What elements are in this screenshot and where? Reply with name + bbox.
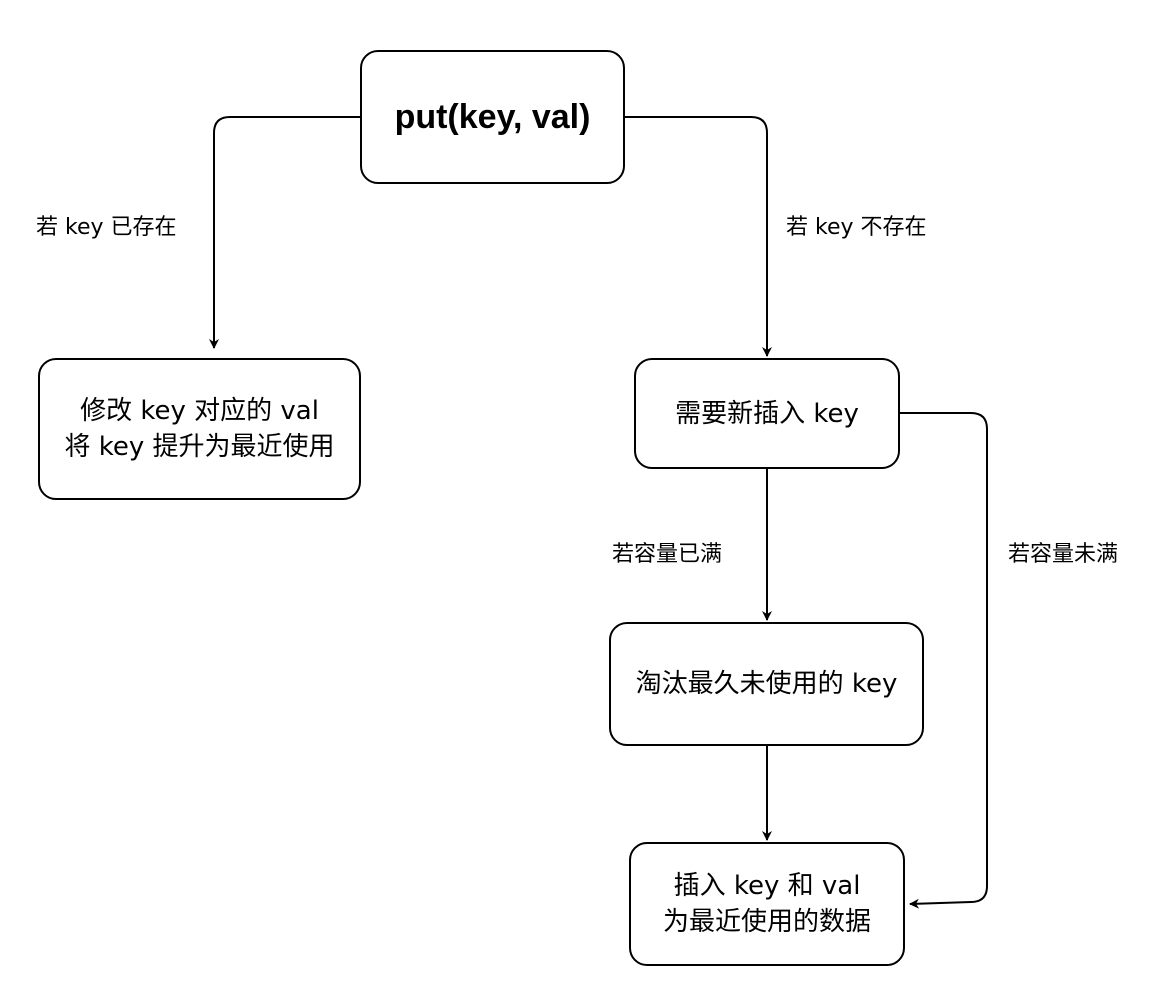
node-modify-value-line-2: 将 key 提升为最近使用: [64, 432, 335, 462]
node-insert-key-val-line-2: 为最近使用的数据: [662, 907, 871, 937]
node-insert-new-key-label: 需要新插入 key: [675, 398, 859, 429]
node-put-key-val-label: put(key, val): [394, 97, 591, 136]
node-modify-value-text: 修改 key 对应的 val 将 key 提升为最近使用: [64, 393, 334, 465]
edge-root-to-new-key: [625, 116, 772, 357]
node-modify-value-line-1: 修改 key 对应的 val: [80, 396, 319, 426]
node-put-key-val: put(key, val): [360, 50, 625, 184]
edge-label-capacity-not-full: 若容量未满: [1008, 541, 1119, 569]
node-insert-key-val: 插入 key 和 val 为最近使用的数据: [629, 842, 905, 966]
edge-label-capacity-full: 若容量已满: [612, 541, 723, 569]
node-evict-lru-key-label: 淘汰最久未使用的 key: [635, 669, 898, 699]
edge-label-key-exists: 若 key 已存在: [36, 214, 177, 242]
node-evict-lru-key: 淘汰最久未使用的 key: [609, 622, 924, 746]
node-insert-key-val-text: 插入 key 和 val 为最近使用的数据: [663, 868, 871, 940]
edge-root-to-modify: [209, 116, 360, 349]
edge-new-key-to-insert: [900, 412, 988, 909]
node-insert-key-val-line-1: 插入 key 和 val: [673, 871, 861, 901]
node-insert-new-key: 需要新插入 key: [634, 358, 900, 469]
node-modify-value: 修改 key 对应的 val 将 key 提升为最近使用: [38, 358, 361, 500]
edge-label-key-not-exists: 若 key 不存在: [786, 214, 927, 242]
